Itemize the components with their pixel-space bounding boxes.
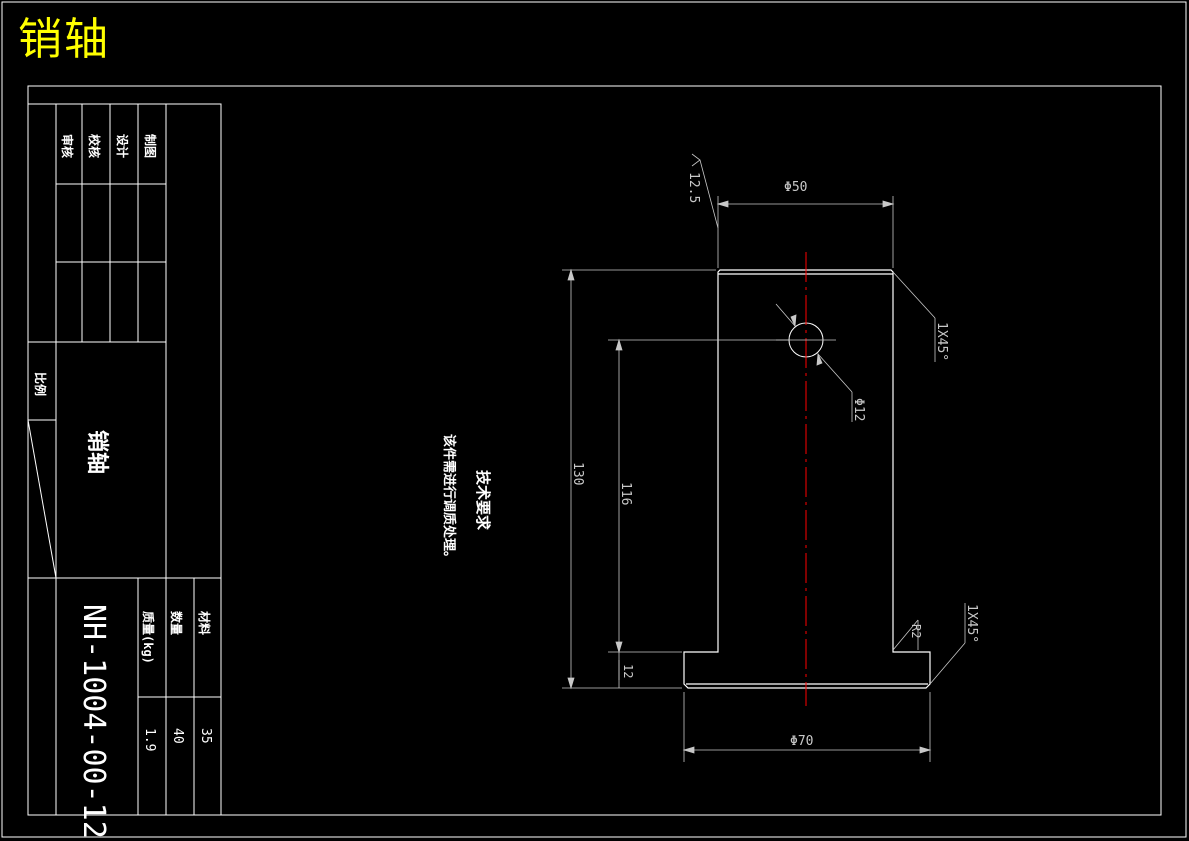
dim-radius: R2 (909, 624, 923, 638)
dim-total-length: 130 (570, 462, 585, 485)
role-label-design: 设计 (115, 134, 130, 158)
dim-head-diameter: Φ50 (784, 180, 807, 195)
property-label-quantity: 数量 (169, 611, 184, 635)
dim-flange-thickness: 12 (621, 664, 635, 678)
scale-label: 比例 (33, 372, 48, 396)
page-title: 销轴 (18, 14, 110, 65)
title-block (27, 103, 222, 816)
property-label-material: 材料 (197, 610, 212, 635)
property-value-quantity: 40 (170, 728, 185, 744)
property-value-mass: 1.9 (142, 728, 157, 751)
roughness-value: 12.5 (686, 172, 701, 203)
dimension-lines (562, 153, 966, 762)
tech-requirements-text: 该件需进行调质处理。 (441, 434, 457, 564)
role-label-review: 审核 (60, 134, 75, 158)
dim-chamfer-top: 1X45° (934, 322, 949, 361)
drawing-border (27, 85, 1162, 816)
tech-requirements-heading: 技术要求 (474, 470, 492, 531)
property-value-material: 35 (198, 728, 213, 744)
role-label-draw: 制图 (143, 134, 158, 158)
part-outline (683, 269, 931, 689)
dim-hole-position: 116 (618, 482, 633, 505)
dim-hole-diameter: Φ12 (851, 398, 866, 421)
drawing-number: NH-1004-00-12 (76, 604, 111, 839)
part-name: 销轴 (84, 430, 110, 474)
property-label-mass: 质量(kg) (141, 611, 156, 664)
role-label-check: 校核 (87, 134, 102, 158)
dim-chamfer-bottom: 1X45° (964, 604, 979, 643)
dim-flange-diameter: Φ70 (790, 734, 813, 749)
